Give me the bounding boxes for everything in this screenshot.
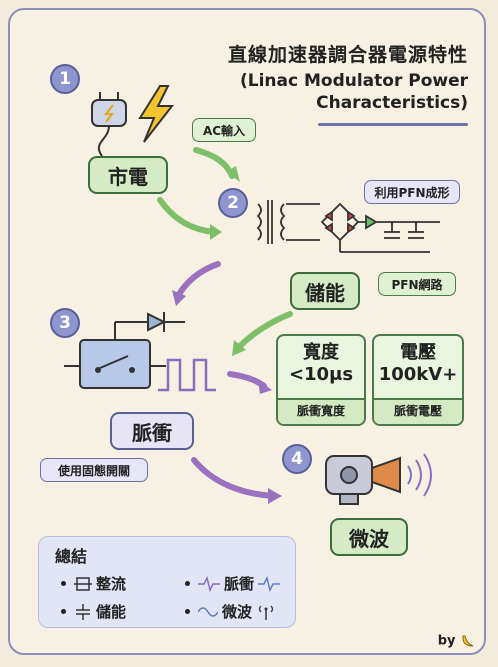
solid-state-switch-icon xyxy=(64,312,185,389)
summary-item-storage: 儲能 xyxy=(61,601,126,622)
tag-solid-state-switch: 使用固態開關 xyxy=(40,458,148,482)
title-chinese: 直線加速器調合器電源特性 xyxy=(227,44,468,66)
step-2-badge: 2 xyxy=(218,188,248,218)
step-1-badge: 1 xyxy=(50,64,80,94)
rectifier-icon xyxy=(74,576,92,591)
node-pulse: 脈衝 xyxy=(110,412,194,450)
summary-item-label: 脈衝 xyxy=(224,575,255,593)
step-3-badge: 3 xyxy=(50,308,80,338)
spec-pulse-width-caption: 脈衝寬度 xyxy=(278,398,364,424)
transformer-rectifier-circuit-icon xyxy=(256,200,440,253)
step-4-badge: 4 xyxy=(282,444,312,474)
summary-panel: 總結 整流 脈衝 儲能 微波 xyxy=(38,536,296,628)
spec-pulse-width-value: 寬度 <10μs xyxy=(288,342,354,385)
capacitor-icon xyxy=(76,603,90,620)
microwave-source-icon xyxy=(325,453,432,505)
power-plug-icon xyxy=(91,92,127,157)
pulse-wave-icon xyxy=(258,575,281,592)
pulse-wave-icon xyxy=(158,358,216,392)
pulse-wave-icon xyxy=(198,575,220,592)
summary-item-rectify: 整流 xyxy=(61,573,126,594)
tag-pfn-shaping: 利用PFN成形 xyxy=(364,180,460,204)
title-english: (Linac Modulator Power Characteristics) xyxy=(239,71,468,113)
signature: by xyxy=(438,633,476,649)
spec-pulse-width: 寬度 <10μs 脈衝寬度 xyxy=(276,334,366,426)
node-mains: 市電 xyxy=(88,156,168,194)
spec-pulse-voltage-value: 電壓 100kV+ xyxy=(378,342,458,385)
node-storage: 儲能 xyxy=(290,272,360,310)
title-underline xyxy=(318,123,468,126)
flow-arrows xyxy=(157,147,293,504)
spec-pulse-voltage-caption: 脈衝電壓 xyxy=(374,398,462,424)
summary-item-label: 整流 xyxy=(96,575,127,593)
summary-item-pulse: 脈衝 xyxy=(185,573,281,594)
summary-item-label: 儲能 xyxy=(96,603,127,621)
antenna-icon xyxy=(258,605,274,620)
lightning-icon xyxy=(138,85,175,143)
tag-ac-input: AC輸入 xyxy=(192,118,256,142)
node-microwave: 微波 xyxy=(330,518,408,556)
wave-icon xyxy=(198,606,218,617)
signature-text: by xyxy=(437,633,456,649)
summary-item-microwave: 微波 xyxy=(185,601,276,622)
summary-title: 總結 xyxy=(55,547,88,566)
banana-icon xyxy=(462,635,474,647)
tag-pfn-network: PFN網路 xyxy=(378,272,456,296)
summary-item-label: 微波 xyxy=(222,603,253,621)
spec-pulse-voltage: 電壓 100kV+ 脈衝電壓 xyxy=(372,334,464,426)
